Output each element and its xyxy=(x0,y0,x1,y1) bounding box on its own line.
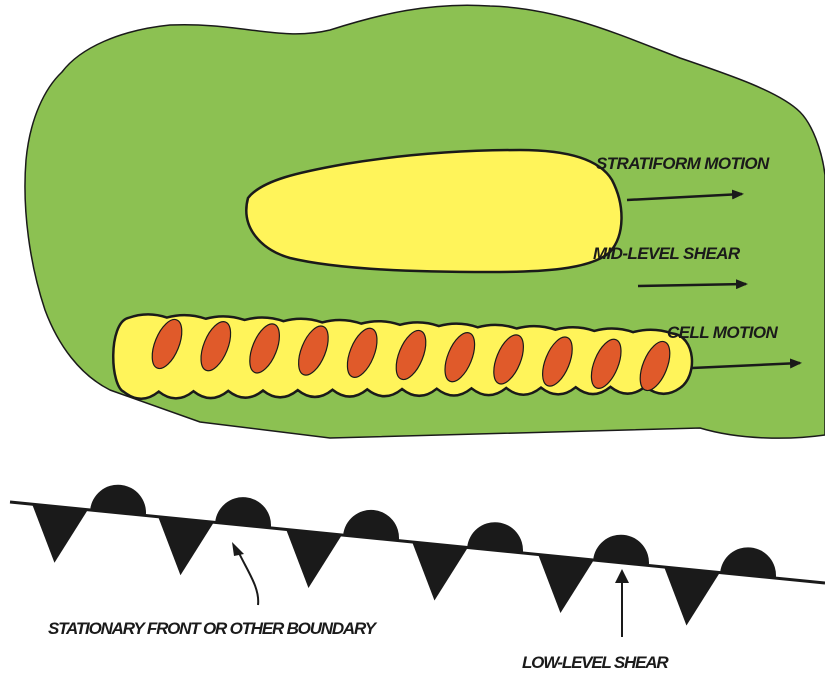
front-triangle xyxy=(281,529,342,590)
front-semicircle xyxy=(343,507,401,540)
cell-motion-label: CELL MOTION xyxy=(667,323,779,342)
front-semicircle xyxy=(467,520,525,553)
front-triangle xyxy=(659,567,720,628)
stationary-front xyxy=(10,482,825,628)
front-triangle xyxy=(407,542,468,603)
low-level-shear-pointer-head xyxy=(615,569,629,583)
front-semicircle xyxy=(215,495,273,528)
stratiform-motion-label: STRATIFORM MOTION xyxy=(596,154,770,173)
low-level-shear-label: LOW-LEVEL SHEAR xyxy=(522,653,669,672)
front-triangle xyxy=(153,517,214,578)
front-semicircle xyxy=(593,532,651,565)
front-triangle xyxy=(27,504,88,565)
front-triangle xyxy=(533,554,594,615)
mid-level-shear-label: MID-LEVEL SHEAR xyxy=(593,244,741,263)
stationary-front-pointer-head xyxy=(232,542,244,556)
stationary-front-label: STATIONARY FRONT OR OTHER BOUNDARY xyxy=(48,619,378,638)
stationary-front-pointer xyxy=(238,551,258,605)
front-semicircle xyxy=(90,482,148,515)
front-semicircle xyxy=(720,545,778,578)
